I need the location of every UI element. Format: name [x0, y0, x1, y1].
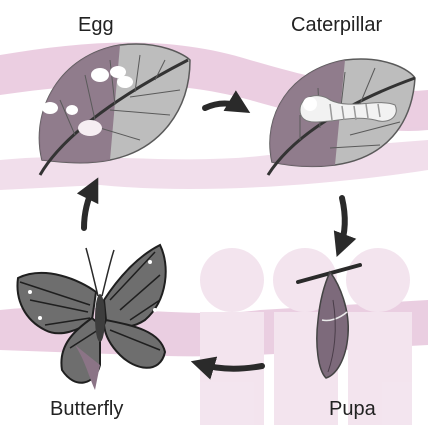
butterfly-icon [17, 245, 165, 390]
stage-label-butterfly: Butterfly [50, 398, 123, 421]
stage-label-caterpillar: Caterpillar [291, 14, 382, 37]
stage-label-egg: Egg [78, 14, 114, 37]
arrow-caterpillar-to-pupa [340, 198, 345, 248]
stage-label-pupa: Pupa [329, 398, 376, 421]
arrow-egg-to-caterpillar [205, 104, 242, 109]
arrow-butterfly-to-egg [84, 186, 94, 228]
